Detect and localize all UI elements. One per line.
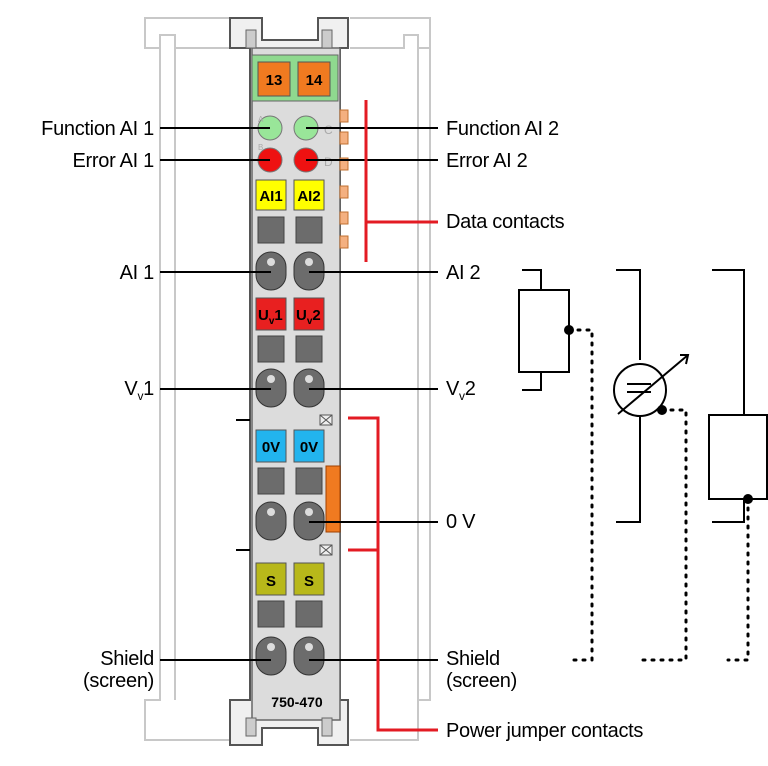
uv2-tag: Uv2 xyxy=(296,307,321,327)
label-shield-left-1: Shield xyxy=(100,648,154,670)
data-contacts xyxy=(339,109,349,249)
label-shield-right: Shield(screen) xyxy=(446,648,517,692)
label-ai1: AI 1 xyxy=(119,262,155,284)
label-vv2-main: V xyxy=(446,378,460,400)
led-letter-a: A xyxy=(258,115,264,124)
label-vv1-num: 1 xyxy=(143,378,154,400)
label-ai2: AI 2 xyxy=(446,262,481,284)
label-function-ai1: Function AI 1 xyxy=(41,118,154,140)
sensor-symbols xyxy=(518,269,768,523)
label-shield-left: Shield(screen) xyxy=(0,648,154,692)
uv1-tag: Uv1 xyxy=(258,307,283,327)
led-header-13-text: 13 xyxy=(266,72,283,89)
clamp-highlights xyxy=(267,258,313,651)
label-vv1-sub: v xyxy=(137,389,144,403)
label-shield-left-2: (screen) xyxy=(83,670,154,692)
ai2-tag: AI2 xyxy=(297,188,320,205)
led-header-13 xyxy=(257,61,291,97)
label-vv1-main: V xyxy=(124,378,138,400)
label-power-jumper-contacts: Power jumper contacts xyxy=(446,720,644,742)
label-shield-right-2: (screen) xyxy=(446,670,517,692)
leader-lines xyxy=(160,127,438,661)
ai1-tag: AI1 xyxy=(259,188,282,205)
label-data-contacts: Data contacts xyxy=(446,211,565,233)
power-jumper-on-module xyxy=(236,414,341,556)
led-header: 13 14 xyxy=(251,54,339,102)
part-number: 750-470 xyxy=(271,694,323,710)
shield-tags: S S xyxy=(255,562,325,596)
shield1-tag: S xyxy=(266,573,276,590)
label-error-ai1: Error AI 1 xyxy=(72,150,155,172)
label-vv1: Vv1 xyxy=(0,378,154,403)
led-letter-b: B xyxy=(258,143,263,152)
red-callouts xyxy=(348,100,438,732)
label-function-ai2: Function AI 2 xyxy=(446,118,559,140)
zero1-tag: 0V xyxy=(262,439,280,456)
led-letter-c: C xyxy=(324,123,333,137)
led-header-14 xyxy=(297,61,331,97)
zero2-tag: 0V xyxy=(300,439,318,456)
label-vv2-sub: v xyxy=(459,389,465,403)
label-shield-right-1: Shield xyxy=(446,648,500,670)
shield2-tag: S xyxy=(304,573,314,590)
label-vv2: Vv2 xyxy=(446,378,476,403)
rail-outline xyxy=(144,17,431,741)
label-zero-v: 0 V xyxy=(446,511,476,533)
uv-tags: Uv1 Uv2 xyxy=(255,297,325,331)
led-letter-d: D xyxy=(324,155,333,169)
shield-dotted-lines xyxy=(567,328,750,662)
led-header-14-text: 14 xyxy=(306,72,323,89)
label-error-ai2: Error AI 2 xyxy=(446,150,528,172)
zero-tags: 0V 0V xyxy=(255,429,325,463)
release-slots xyxy=(257,216,323,628)
label-vv2-num: 2 xyxy=(464,378,476,400)
ai-tags: AI1 AI2 xyxy=(255,179,325,211)
